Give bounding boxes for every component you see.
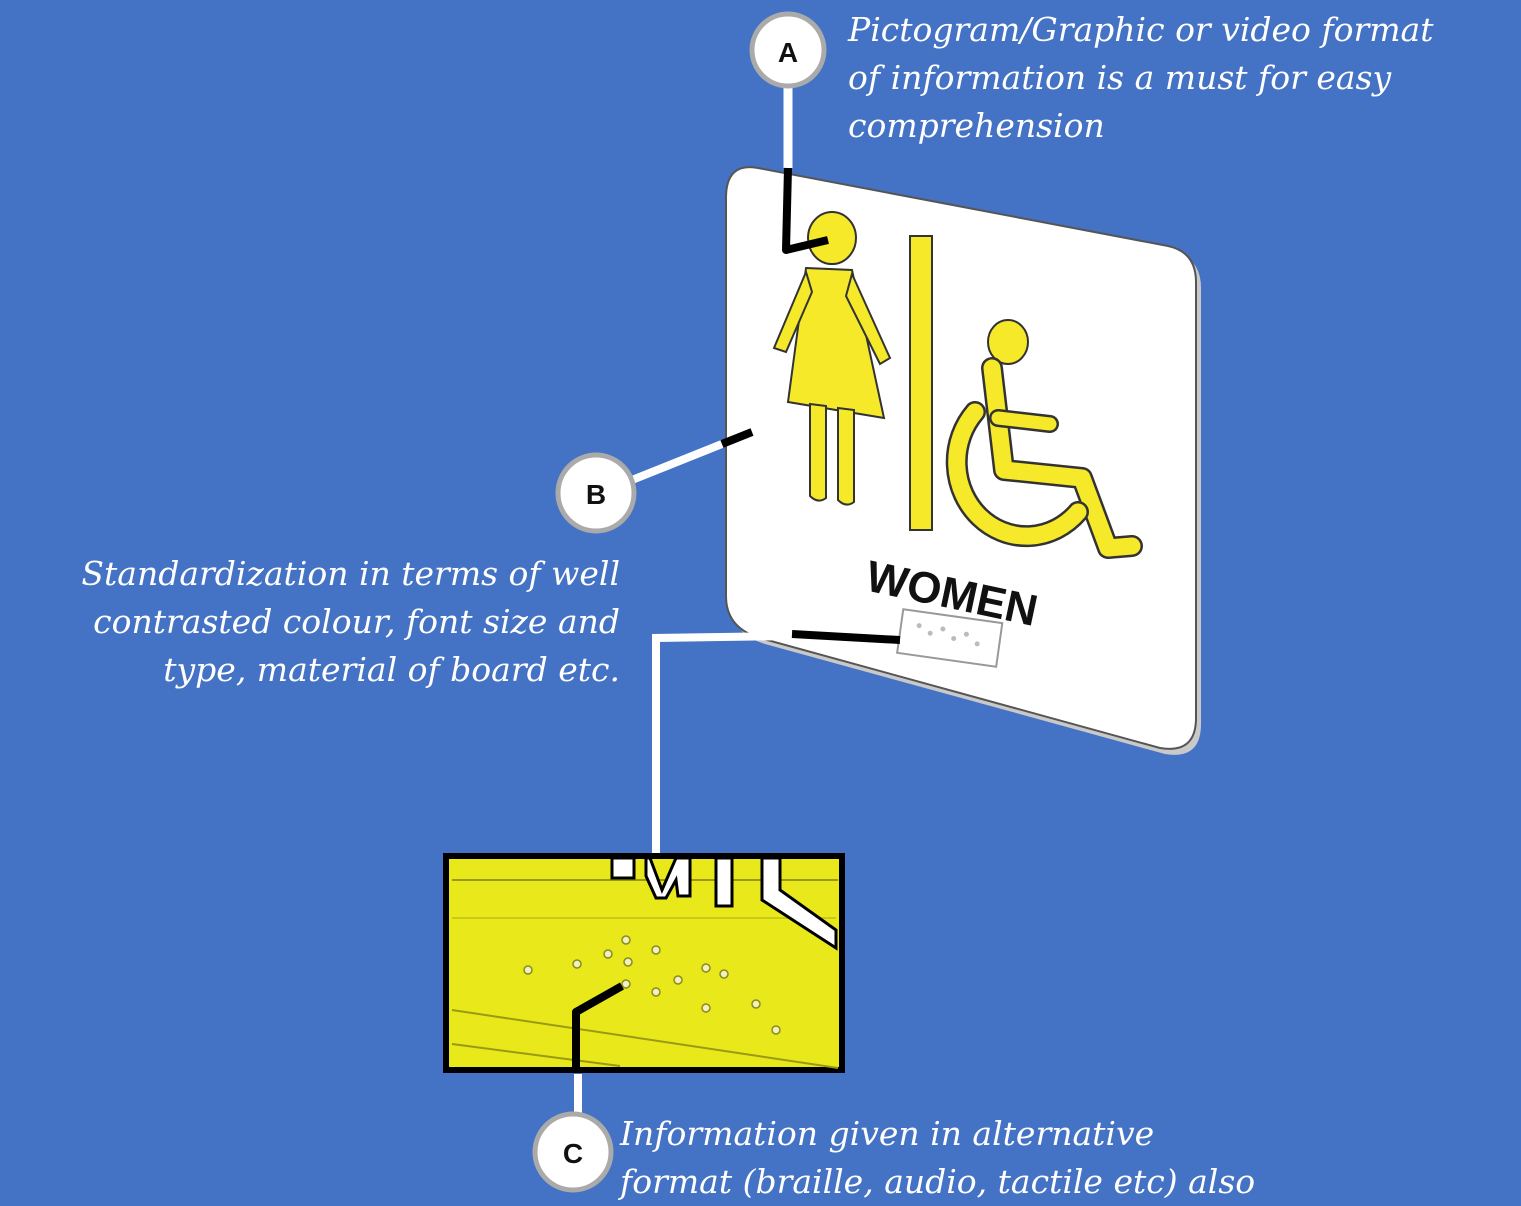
note-b-line: Standardization in terms of well bbox=[20, 550, 620, 598]
callout-b: B bbox=[558, 432, 752, 531]
note-c-line: format (braille, audio, tactile etc) als… bbox=[620, 1158, 1255, 1206]
note-c-line: Information given in alternative bbox=[620, 1110, 1255, 1158]
divider-bar bbox=[910, 236, 932, 530]
note-a-line: comprehension bbox=[848, 102, 1434, 150]
marker-b: B bbox=[586, 479, 606, 510]
marker-a: A bbox=[778, 37, 798, 68]
note-b-line: type, material of board etc. bbox=[20, 646, 620, 694]
note-b-line: contrasted colour, font size and bbox=[20, 598, 620, 646]
note-a-line: Pictogram/Graphic or video format bbox=[848, 6, 1434, 54]
note-a-pictogram: Pictogram/Graphic or video format of inf… bbox=[848, 6, 1434, 150]
note-c-alternative-format: Information given in alternative format … bbox=[620, 1110, 1255, 1206]
braille-zoom-panel bbox=[446, 856, 842, 1070]
marker-c: C bbox=[563, 1138, 583, 1169]
note-a-line: of information is a must for easy bbox=[848, 54, 1434, 102]
note-b-standardization: Standardization in terms of well contras… bbox=[20, 550, 620, 694]
restroom-sign-board: WOMEN bbox=[726, 167, 1201, 755]
